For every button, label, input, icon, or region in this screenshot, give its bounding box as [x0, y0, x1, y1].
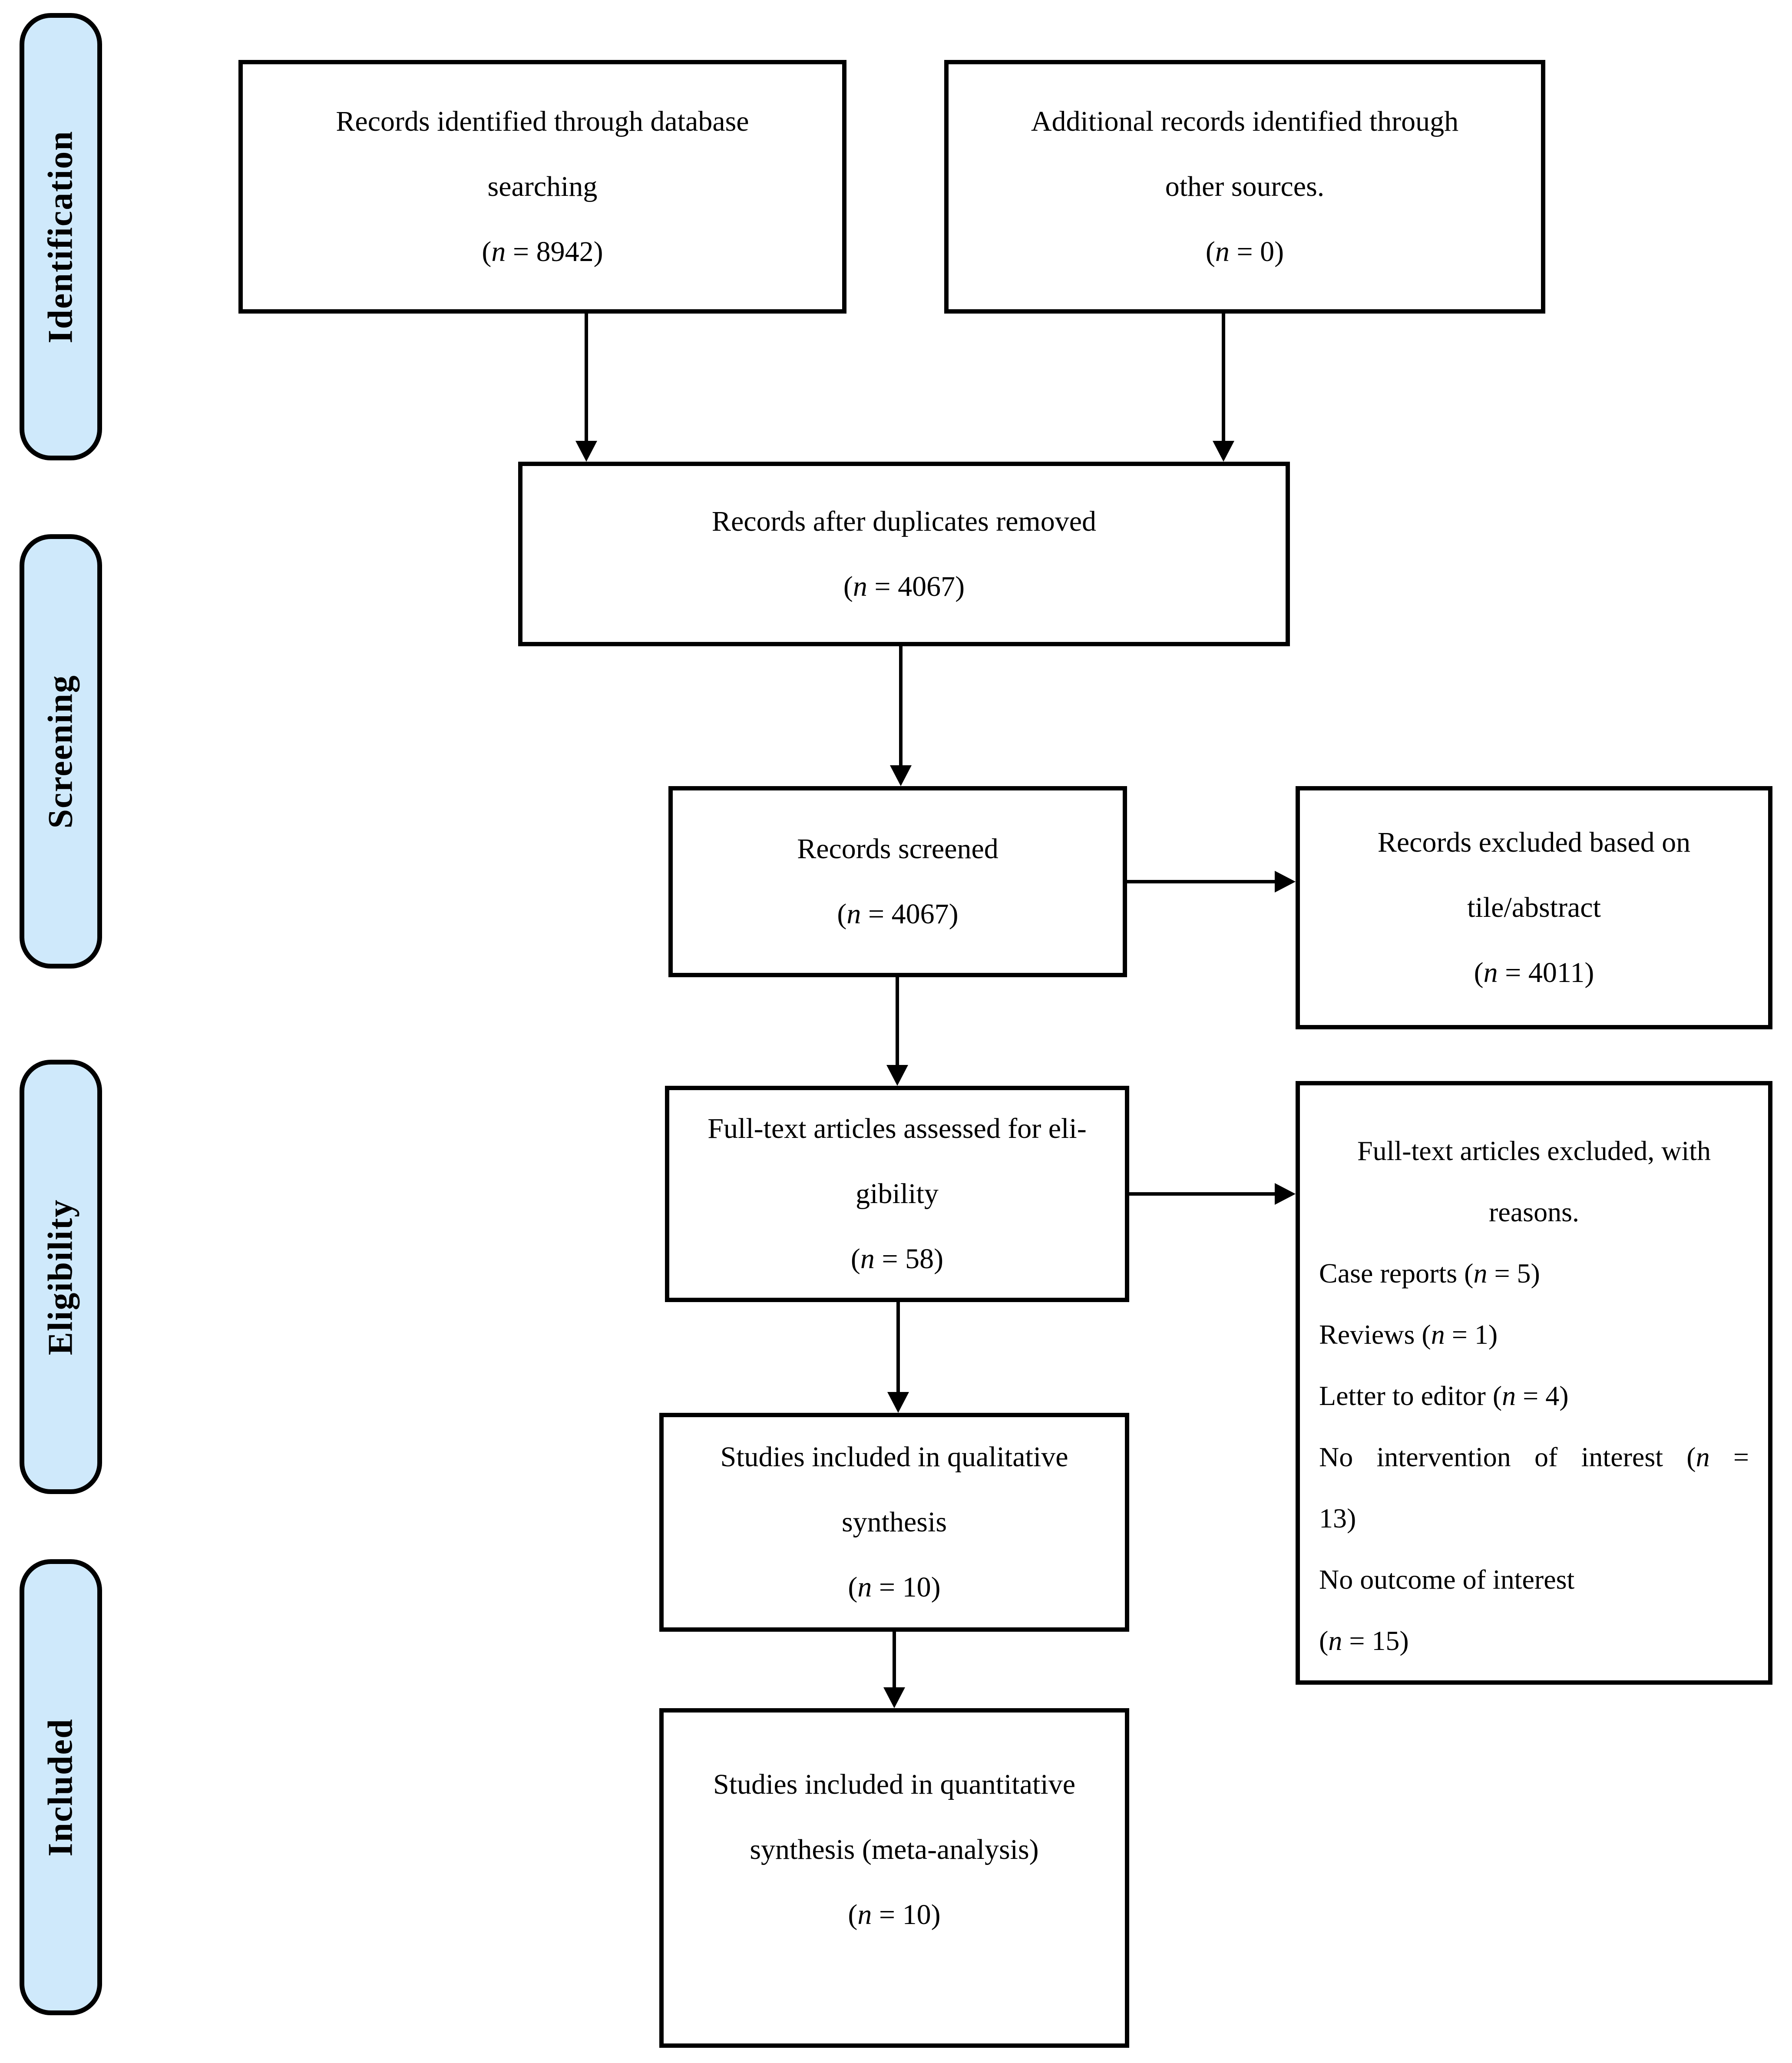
arrow-identified-to-dedup — [575, 314, 597, 462]
box-text-line: reasons. — [1489, 1197, 1579, 1227]
box-fulltext-excluded-reasons: Full-text articles excluded, with reasons… — [1296, 1081, 1772, 1685]
box-text-line: gibility — [856, 1178, 939, 1210]
box-records-excluded-title-abstract: Records excluded based on tile/abstract (n… — [1296, 786, 1772, 1029]
box-text-line: Records after duplicates removed — [711, 505, 1097, 537]
box-text-line: (n = 58) — [850, 1243, 944, 1275]
box-text-line: No intervention of interest (n = — [1319, 1441, 1749, 1472]
box-text-line: Records identified through database — [336, 106, 749, 137]
box-text-line: (n = 4067) — [843, 570, 965, 602]
stage-eligibility: Eligibility — [20, 1060, 102, 1494]
stage-included: Included — [20, 1559, 102, 2015]
stage-included-label: Included — [41, 1718, 80, 1857]
box-records-screened: Records screened (n = 4067) — [668, 786, 1127, 977]
box-additional-records-other-sources: Additional records identified through oth… — [944, 60, 1545, 314]
box-records-identified-database: Records identified through database searc… — [238, 60, 846, 314]
box-text-line: (n = 10) — [848, 1571, 941, 1603]
stage-eligibility-label: Eligibility — [41, 1199, 80, 1355]
box-text-line: (n = 4067) — [837, 898, 959, 930]
arrow-fulltext-to-excluded — [1129, 1183, 1296, 1205]
box-text-line: (n = 8942) — [482, 236, 603, 268]
box-text-line: tile/abstract — [1467, 892, 1601, 923]
stage-identification: Identification — [20, 13, 102, 460]
box-text-line: Records screened — [797, 833, 998, 865]
box-fulltext-assessed-eligibility: Full-text articles assessed for eli-gibi… — [665, 1086, 1129, 1302]
arrow-fulltext-to-qualitative — [887, 1302, 909, 1413]
box-text-line: synthesis (meta-analysis) — [750, 1834, 1039, 1865]
box-qualitative-synthesis: Studies included in qualitative synthesis… — [659, 1413, 1129, 1632]
box-text-line: Full-text articles assessed for eli- — [708, 1113, 1087, 1144]
arrow-additional-to-dedup — [1213, 314, 1234, 462]
stage-screening-label: Screening — [41, 674, 80, 829]
box-text-line: 13) — [1319, 1503, 1356, 1534]
box-records-after-duplicates-removed: Records after duplicates removed (n = 406… — [518, 462, 1290, 646]
box-text-line: No outcome of interest — [1319, 1564, 1575, 1595]
box-text-line: (n = 0) — [1205, 236, 1284, 268]
box-text-line: other sources. — [1165, 171, 1325, 202]
box-text-line: (n = 4011) — [1474, 957, 1594, 989]
box-text-line: Studies included in qualitative — [720, 1441, 1068, 1473]
box-text-line: Reviews (n = 1) — [1319, 1319, 1498, 1350]
box-text-line: Letter to editor (n = 4) — [1319, 1380, 1569, 1411]
stage-identification-label: Identification — [41, 130, 80, 344]
box-text-line: Records excluded based on — [1377, 827, 1691, 858]
box-text-line: searching — [487, 171, 598, 202]
box-text-line: Studies included in quantitative — [713, 1769, 1076, 1800]
box-quantitative-synthesis: Studies included in quantitative synthesi… — [659, 1708, 1129, 2048]
box-text-line: (n = 15) — [1319, 1625, 1409, 1656]
arrow-qualitative-to-quantitative — [883, 1632, 905, 1708]
box-text-line: (n = 10) — [848, 1899, 941, 1931]
box-text-line: Additional records identified through — [1031, 106, 1459, 137]
box-text-line: synthesis — [841, 1506, 947, 1538]
arrow-dedup-to-screened — [890, 646, 912, 786]
arrow-screened-to-excluded — [1127, 871, 1296, 893]
stage-screening: Screening — [20, 534, 102, 969]
box-text-line: Full-text articles excluded, with — [1357, 1135, 1711, 1166]
box-text-line: Case reports (n = 5) — [1319, 1258, 1540, 1289]
arrow-screened-to-fulltext — [886, 977, 908, 1086]
